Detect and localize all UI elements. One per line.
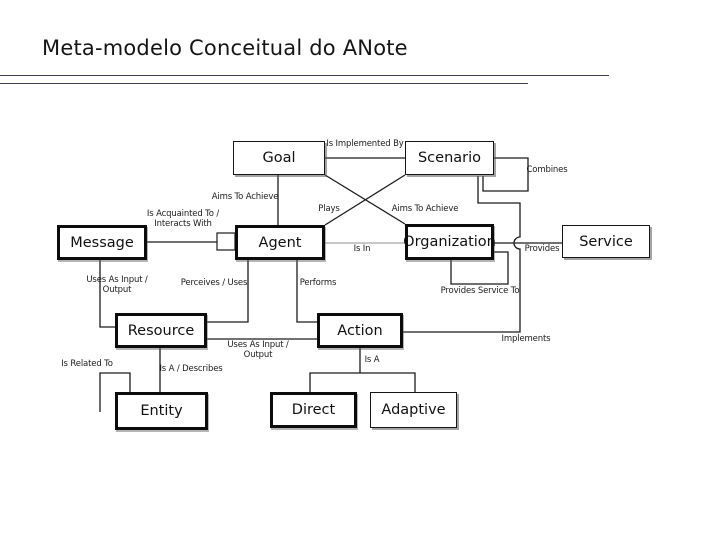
edge-label-line: Perceives / Uses <box>180 278 248 288</box>
node-direct: Direct <box>270 392 357 428</box>
node-scenario: Scenario <box>405 141 494 175</box>
edge-label-line: Is Implemented By <box>326 139 404 149</box>
edge-label-is-related-to: Is Related To <box>61 359 113 370</box>
edge-label-line: Output <box>243 349 273 360</box>
node-label-entity: Entity <box>140 403 183 419</box>
node-label-goal: Goal <box>262 150 296 166</box>
node-message: Message <box>57 225 147 260</box>
node-label-organization: Organization <box>403 234 496 250</box>
edge-label-line: Plays <box>318 204 340 214</box>
edge-label-line: Interacts With <box>154 218 212 229</box>
edge-label-is-acquainted-interacts: Is Acquainted To /Interacts With <box>146 209 220 229</box>
edge-label-line: Is In <box>353 244 371 254</box>
edge-label-line: Output <box>102 284 132 295</box>
edge-label-aims-to-achieve-org-goal: Aims To Achieve <box>391 204 459 215</box>
edge-label-line: Provides <box>524 244 560 254</box>
connector-agent-resource <box>207 260 249 323</box>
edge-label-line: Is A / Describes <box>159 364 223 374</box>
title-rule-bottom <box>0 83 528 84</box>
node-resource: Resource <box>115 313 207 348</box>
node-action: Action <box>317 313 403 348</box>
edge-label-is-a: Is A <box>364 355 380 366</box>
edge-label-uses-as-input-output-resource: Uses As Input /Output <box>227 340 289 360</box>
edge-label-line: Uses As Input / <box>227 340 289 350</box>
edge-label-provides-service-to: Provides Service To <box>440 286 520 297</box>
message-agent-junction-box <box>216 232 236 251</box>
edge-label-aims-to-achieve-goal-agent: Aims To Achieve <box>211 192 279 203</box>
edge-label-is-in: Is In <box>353 244 371 255</box>
node-label-scenario: Scenario <box>417 150 482 166</box>
connector-message-resource <box>99 260 116 328</box>
connector-scenario-action-implements <box>403 176 521 333</box>
node-label-adaptive: Adaptive <box>381 402 446 418</box>
connector-entity-self-loop <box>99 372 131 412</box>
edge-label-line: Aims To Achieve <box>391 204 459 214</box>
edge-label-line: Uses As Input / <box>86 275 148 285</box>
node-service: Service <box>562 225 650 258</box>
connector-scenario-combines-loop <box>482 157 529 192</box>
node-label-message: Message <box>70 234 134 251</box>
edge-label-line: Provides Service To <box>440 286 520 296</box>
edge-label-is-implemented-by: Is Implemented By <box>326 139 404 150</box>
edge-label-perceives-uses: Perceives / Uses <box>180 278 248 289</box>
node-label-action: Action <box>337 322 383 339</box>
node-goal: Goal <box>233 141 325 175</box>
node-entity: Entity <box>115 392 208 430</box>
edge-label-combines: Combines <box>526 165 568 176</box>
edge-label-line: Is Related To <box>61 359 113 369</box>
edge-label-line: Implements <box>501 334 551 344</box>
slide-title: Meta-modelo Conceitual do ANote <box>42 36 408 60</box>
edge-label-line: Is Acquainted To / <box>146 209 220 219</box>
edge-label-plays: Plays <box>318 204 340 215</box>
connector-scenario-agent <box>324 174 406 226</box>
connector-organization-self-loop <box>450 251 509 285</box>
node-label-direct: Direct <box>291 402 336 418</box>
edge-label-line: Combines <box>526 165 568 175</box>
title-rule-top <box>0 75 609 76</box>
edge-label-is-a-describes: Is A / Describes <box>159 364 223 375</box>
node-organization: Organization <box>403 224 496 260</box>
connector-action-direct-adaptive <box>309 348 416 392</box>
edge-label-uses-as-input-output-message: Uses As Input /Output <box>86 275 148 295</box>
edge-label-line: Aims To Achieve <box>211 192 279 202</box>
node-label-service: Service <box>579 233 633 250</box>
connector-agent-action <box>296 260 317 323</box>
edge-label-line: Is A <box>364 355 380 365</box>
edge-label-provides: Provides <box>524 244 560 255</box>
node-agent: Agent <box>235 225 325 260</box>
edge-label-performs: Performs <box>299 278 337 289</box>
node-label-resource: Resource <box>127 322 195 339</box>
node-adaptive: Adaptive <box>370 392 457 428</box>
node-label-agent: Agent <box>258 234 302 251</box>
edge-label-line: Performs <box>299 278 337 288</box>
edge-label-implements: Implements <box>501 334 551 345</box>
